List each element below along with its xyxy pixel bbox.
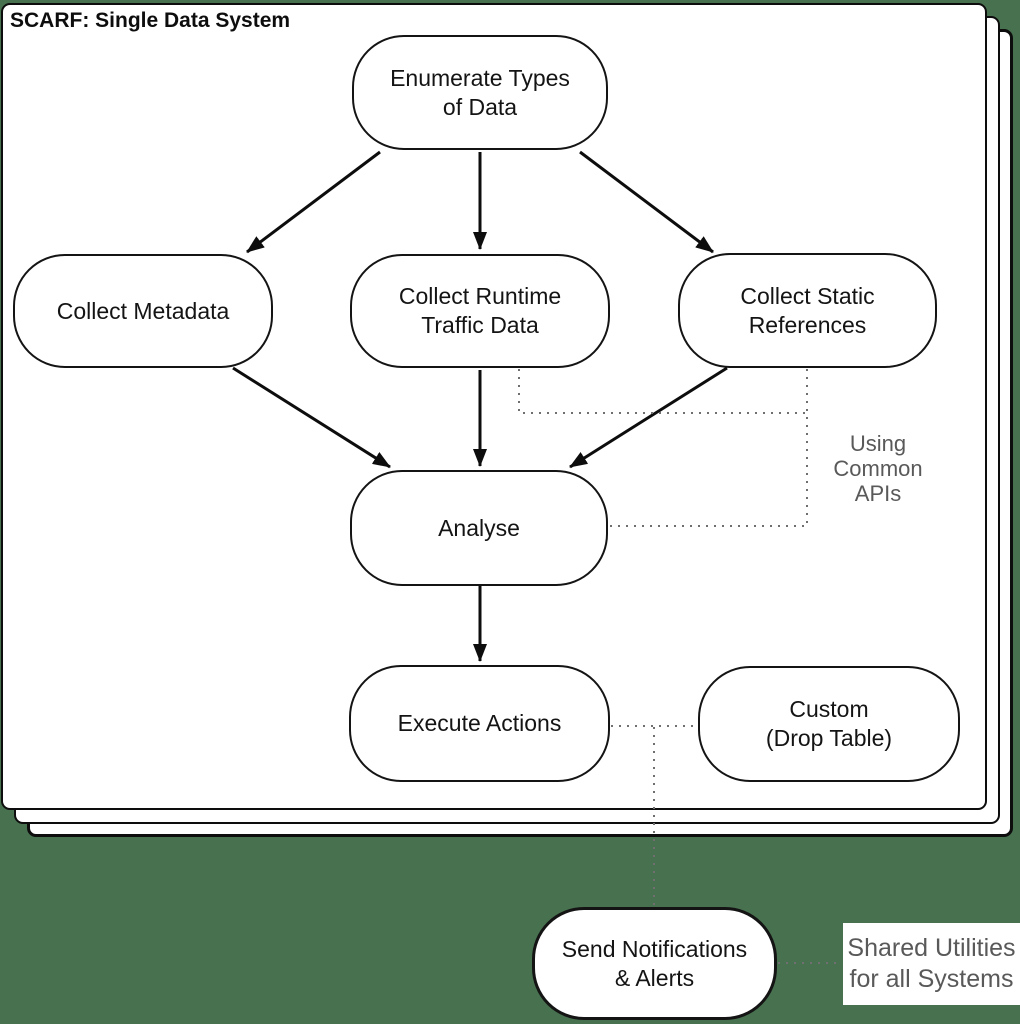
node-send-notifications-alerts: Send Notifications & Alerts [532, 907, 777, 1020]
node-execute-actions: Execute Actions [349, 665, 610, 782]
node-enumerate-types-of-data: Enumerate Types of Data [352, 35, 608, 150]
node-label: Collect Metadata [56, 297, 230, 324]
annotation-using-common-apis: Using Common APIs [833, 431, 923, 506]
node-label: Enumerate Types of Data [390, 64, 570, 120]
node-label: Collect Static References [740, 282, 875, 338]
node-collect-metadata: Collect Metadata [13, 254, 273, 368]
annotation-shared-utilities: Shared Utilities for all Systems [843, 923, 1020, 1005]
node-label: Custom (Drop Table) [765, 696, 893, 751]
node-label: Send Notifications & Alerts [561, 935, 748, 991]
annotation-label: Shared Utilities for all Systems [847, 934, 1016, 993]
node-custom-drop-table: Custom (Drop Table) [698, 666, 960, 782]
node-label: Analyse [438, 514, 520, 541]
node-collect-static-references: Collect Static References [678, 253, 937, 368]
node-collect-runtime-traffic-data: Collect Runtime Traffic Data [350, 254, 610, 368]
node-analyse: Analyse [350, 470, 608, 586]
node-label: Collect Runtime Traffic Data [398, 283, 562, 338]
node-label: Execute Actions [397, 710, 562, 736]
diagram-title: SCARF: Single Data System [10, 9, 291, 32]
